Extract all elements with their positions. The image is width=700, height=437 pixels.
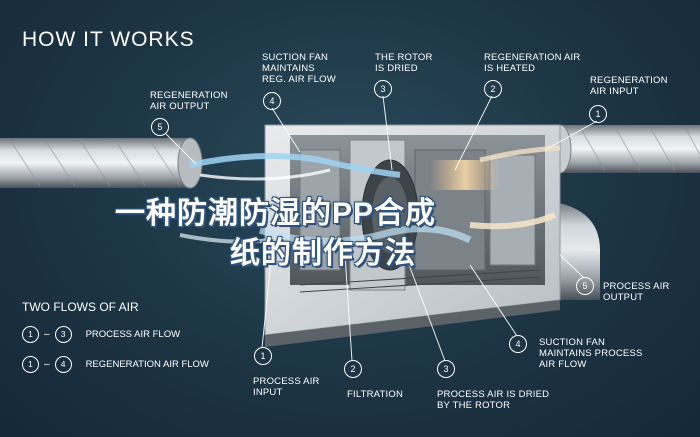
label-process-air-output: PROCESS AIR OUTPUT (603, 281, 670, 303)
label-regeneration-air-output: REGENERATION AIR OUTPUT (150, 90, 228, 112)
label-regen-air-input: REGENERATION AIR INPUT (590, 75, 668, 97)
label-regen-air-heated: REGENERATION AIR IS HEATED (484, 52, 581, 74)
badge-process-2: 2 (344, 360, 362, 378)
badge-regen-2: 2 (484, 80, 502, 98)
legend-dash: – (44, 358, 50, 370)
legend-from-badge: 1 (22, 325, 39, 343)
badge-regen-3: 3 (374, 80, 392, 98)
label-suction-fan-process: SUCTION FAN MAINTAINS PROCESS AIR FLOW (539, 337, 643, 370)
legend-to-badge: 3 (54, 325, 72, 343)
label-process-air-input: PROCESS AIR INPUT (253, 376, 320, 398)
legend-to-badge: 4 (54, 355, 72, 373)
badge-regen-1: 1 (589, 105, 607, 123)
legend-title: TWO FLOWS OF AIR (22, 300, 139, 314)
badge-regen-4: 4 (263, 92, 281, 110)
legend-row-process: 1 – 3 PROCESS AIR FLOW (22, 324, 180, 344)
label-process-air-dried: PROCESS AIR IS DRIED BY THE ROTOR (437, 389, 550, 411)
legend-dash: – (44, 328, 50, 340)
airflow-streams (179, 145, 561, 245)
legend-from-badge: 1 (22, 355, 39, 373)
left-duct (0, 137, 203, 189)
label-rotor-dried: THE ROTOR IS DRIED (375, 52, 433, 74)
overlay-title-line1: 一种防潮防湿的PP合成 (115, 197, 437, 230)
overlay-title-line2: 纸的制作方法 (230, 237, 416, 270)
page-title: HOW IT WORKS (22, 28, 195, 51)
badge-process-4: 4 (509, 335, 527, 353)
leader-lines (165, 95, 598, 362)
legend-label: REGENERATION AIR FLOW (85, 358, 209, 370)
label-suction-fan-reg: SUCTION FAN MAINTAINS REG. AIR FLOW (262, 52, 336, 85)
legend-label: PROCESS AIR FLOW (85, 328, 181, 340)
label-filtration: FILTRATION (347, 389, 404, 400)
right-duct (548, 124, 700, 174)
badge-process-3: 3 (437, 360, 455, 378)
badge-process-5: 5 (576, 277, 594, 295)
badge-process-1: 1 (254, 347, 272, 365)
legend-row-regeneration: 1 – 4 REGENERATION AIR FLOW (22, 354, 209, 374)
badge-regen-5: 5 (151, 118, 169, 136)
